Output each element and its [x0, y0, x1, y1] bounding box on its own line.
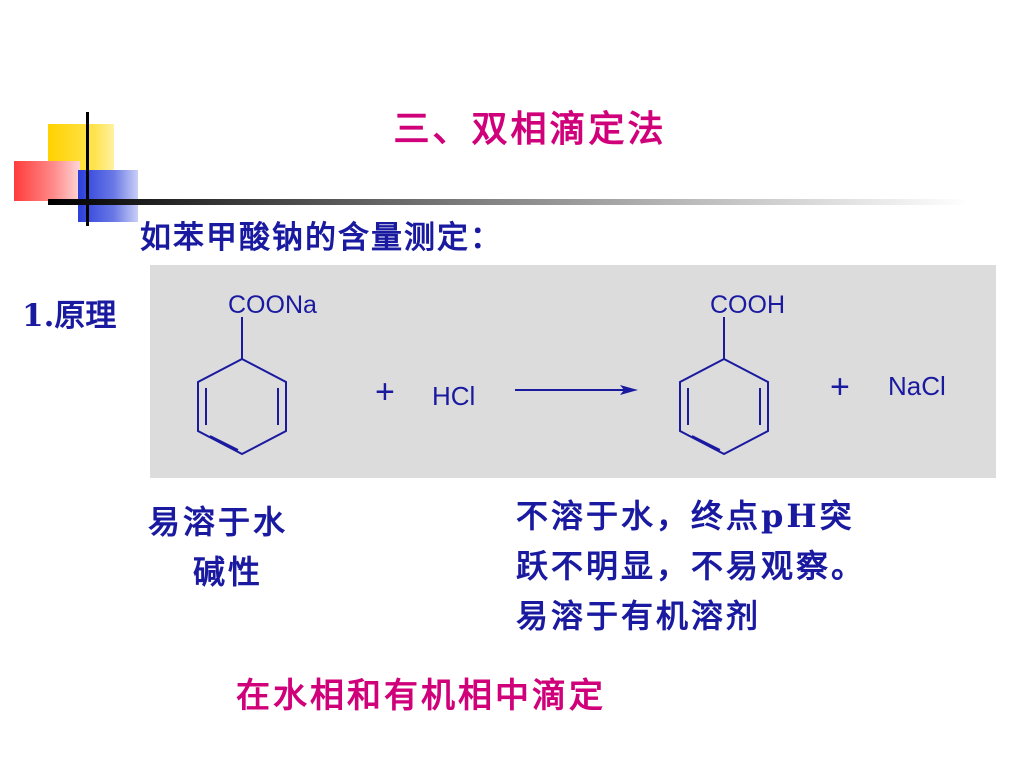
slide-subtitle: 如苯甲酸钠的含量测定： [140, 220, 503, 256]
reaction-arrow [515, 385, 638, 395]
benzene-ring-reactant [197, 317, 287, 456]
footer-conclusion: 在水相和有机相中滴定 [236, 676, 606, 716]
reaction-panel: COONa + HCl COOH + NaCl [150, 265, 996, 478]
section-label: 1.原理 [22, 298, 117, 334]
reactant-note-line1: 易溶于水 [148, 503, 289, 541]
product-note-line1: 不溶于水，终点pH突 [516, 497, 855, 535]
decor-vertical-line [86, 112, 89, 226]
plus-sign-1: + [375, 373, 395, 411]
reagent-label: HCl [432, 381, 475, 411]
benzene-ring-product [679, 317, 769, 456]
byproduct-label: NaCl [888, 371, 946, 401]
product-note: 不溶于水，终点pH突 跃不明显，不易观察。 易溶于有机溶剂 [516, 491, 866, 641]
reaction-diagram: COONa + HCl COOH + NaCl [197, 291, 946, 456]
title-underline [48, 199, 968, 205]
product-group-label: COOH [710, 291, 785, 319]
slide-title: 三、双相滴定法 [393, 108, 667, 150]
product-note-line2: 跃不明显，不易观察。 [516, 547, 867, 585]
reactant-group-label: COONa [228, 291, 317, 319]
decor-red-square [14, 161, 80, 201]
reactant-note-line2: 碱性 [193, 553, 264, 591]
product-note-line3: 易溶于有机溶剂 [516, 597, 762, 635]
plus-sign-2: + [830, 368, 850, 406]
reactant-note: 易溶于水 碱性 [148, 497, 288, 597]
